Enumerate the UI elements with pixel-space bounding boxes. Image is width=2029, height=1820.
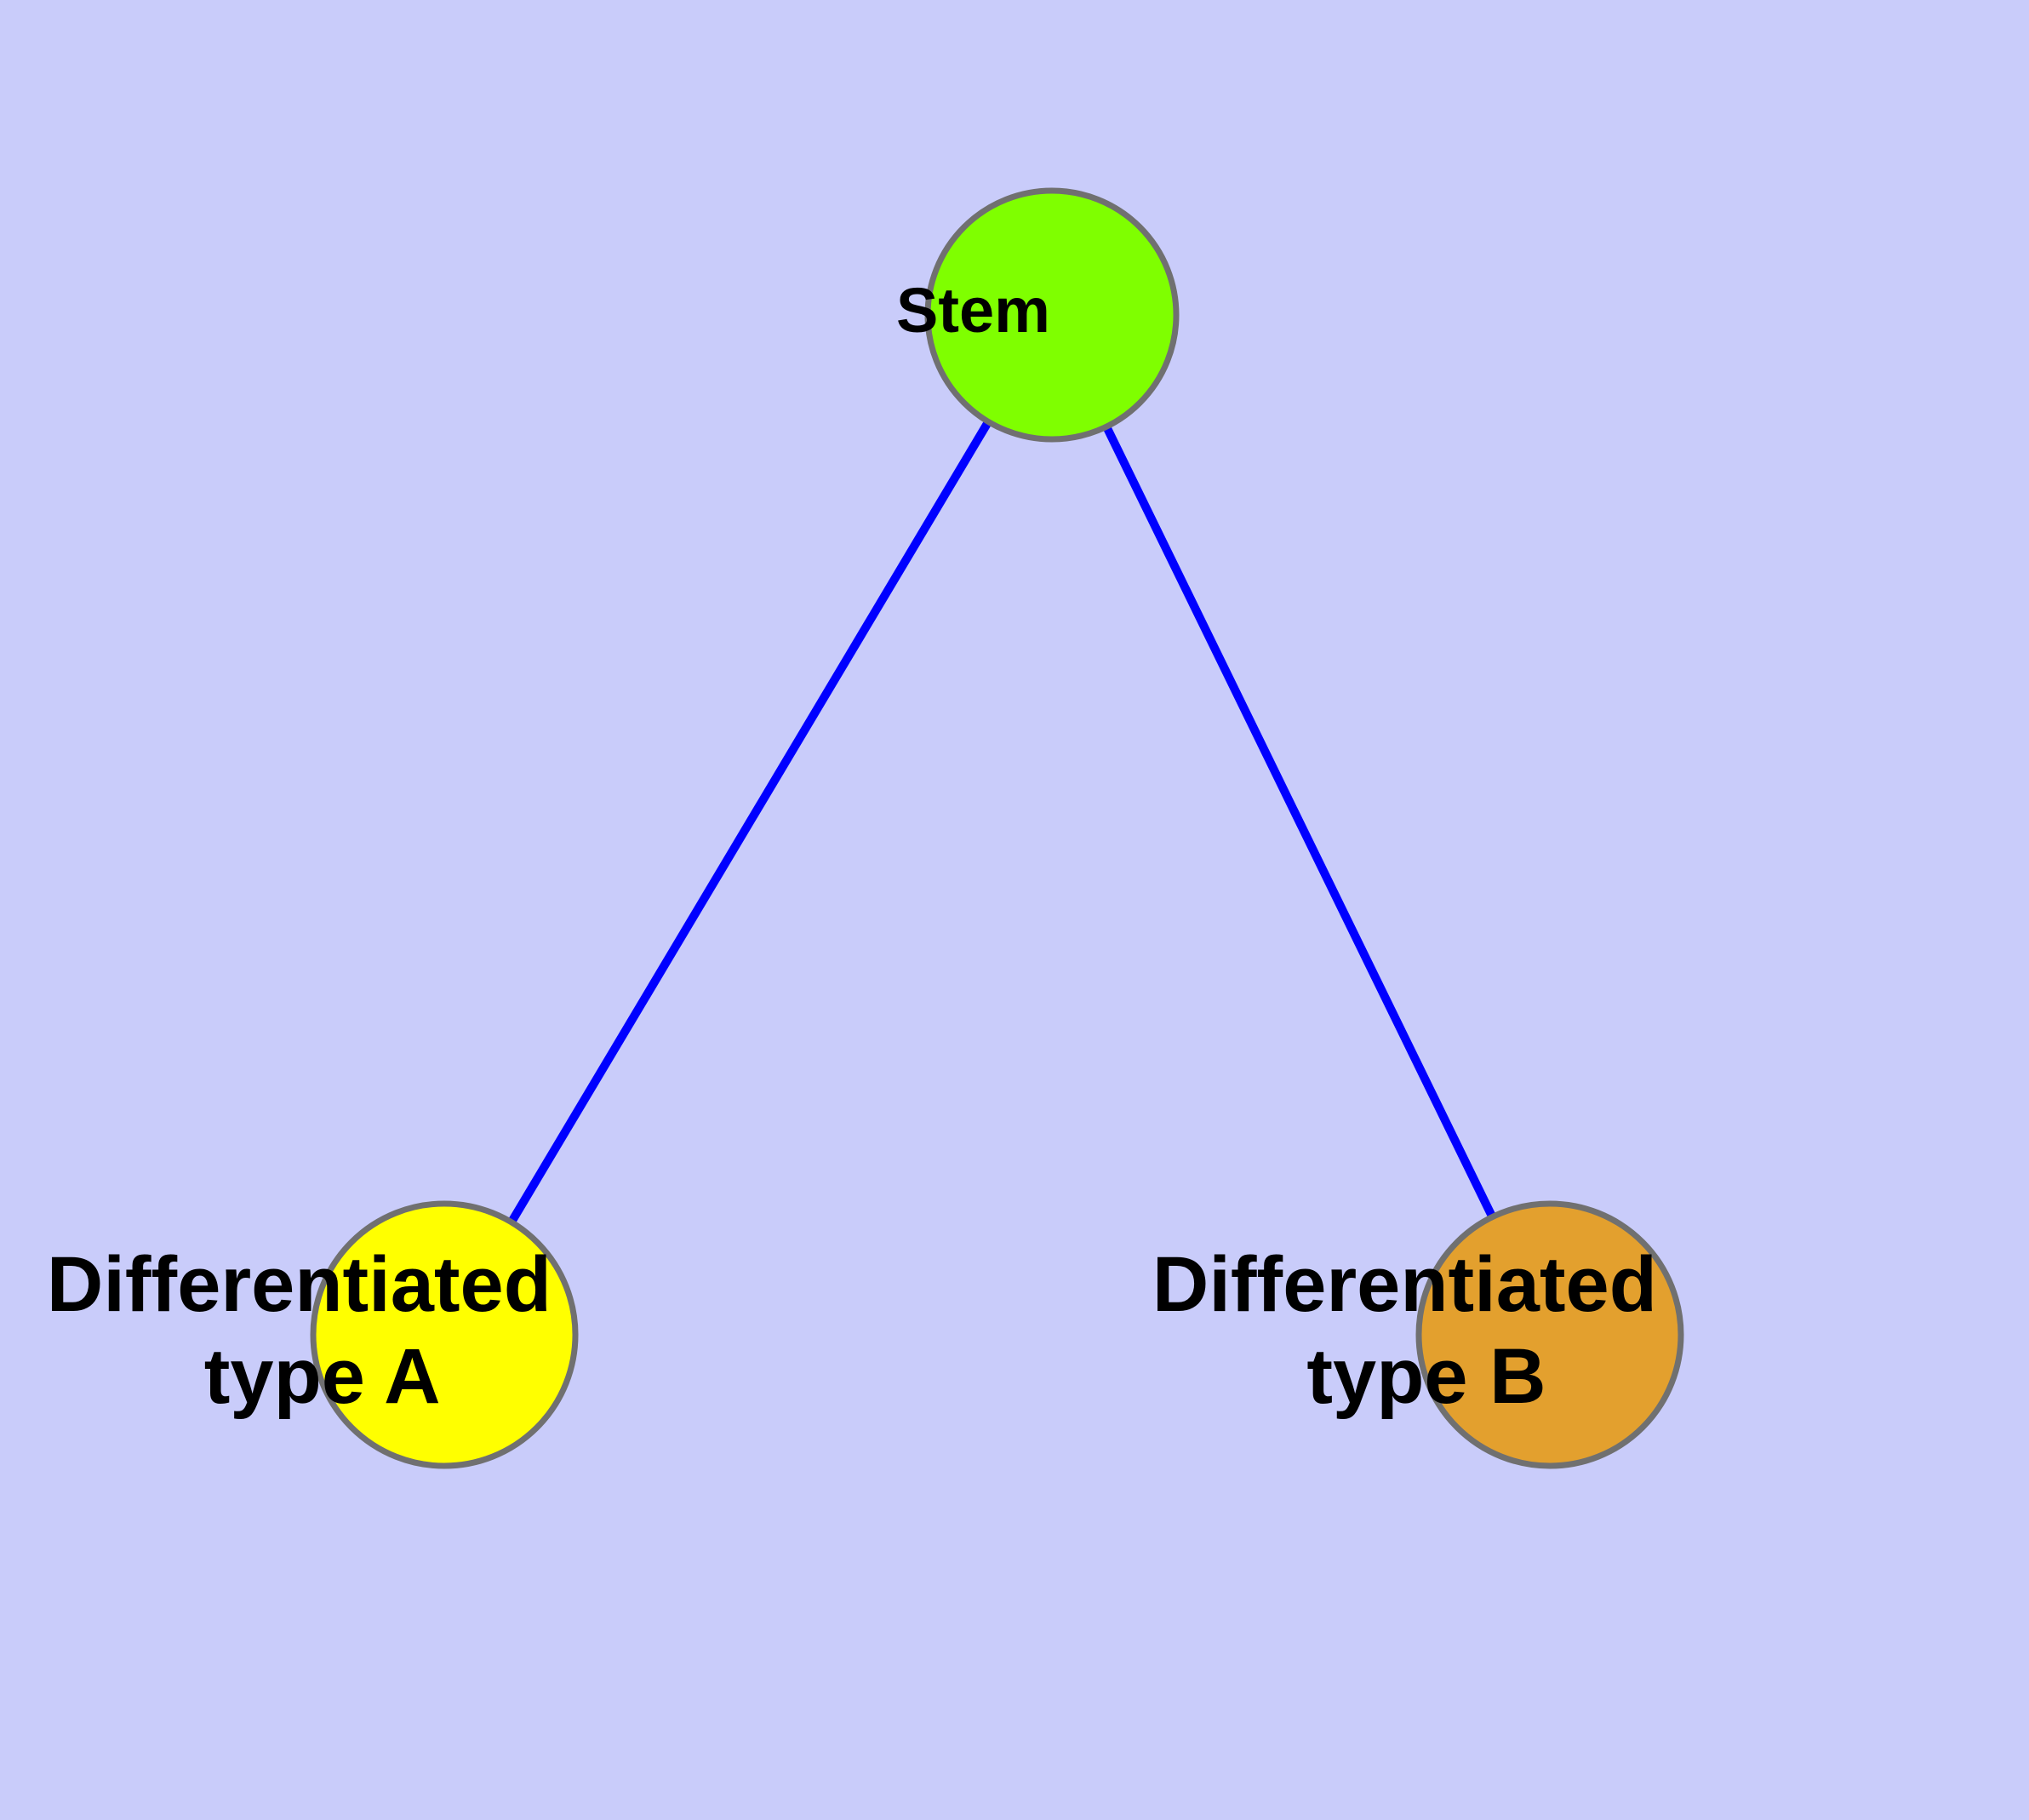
node-differentiated-type-a-circle[interactable] (310, 1200, 579, 1469)
node-stem[interactable]: Stem (896, 187, 1208, 443)
node-differentiated-type-b-circle[interactable] (1415, 1200, 1684, 1469)
node-differentiated-type-b-label-line-2: type B (1306, 1333, 1546, 1420)
edge-stem-to-differentiated-type-a[interactable] (506, 416, 994, 1228)
node-differentiated-type-b-label: Differentiated type B (1152, 1241, 1896, 1420)
edge-stem-to-differentiated-type-b[interactable] (1100, 421, 1498, 1222)
node-stem-label: Stem (896, 275, 1208, 346)
node-differentiated-type-a[interactable]: Differentiated type A (47, 1200, 791, 1469)
node-differentiated-type-a-label-line-2: type A (204, 1333, 439, 1420)
node-differentiated-type-a-label: Differentiated type A (47, 1241, 791, 1420)
edges-layer (506, 416, 1498, 1228)
node-differentiated-type-a-label-line-1: Differentiated (47, 1241, 552, 1328)
node-stem-label-line-1: Stem (896, 275, 1050, 346)
node-differentiated-type-b-label-line-1: Differentiated (1152, 1241, 1657, 1328)
node-stem-circle[interactable] (924, 187, 1180, 443)
nodes-layer: Stem Differentiated type A Differentiate… (47, 187, 1896, 1469)
node-differentiated-type-b[interactable]: Differentiated type B (1152, 1200, 1896, 1469)
